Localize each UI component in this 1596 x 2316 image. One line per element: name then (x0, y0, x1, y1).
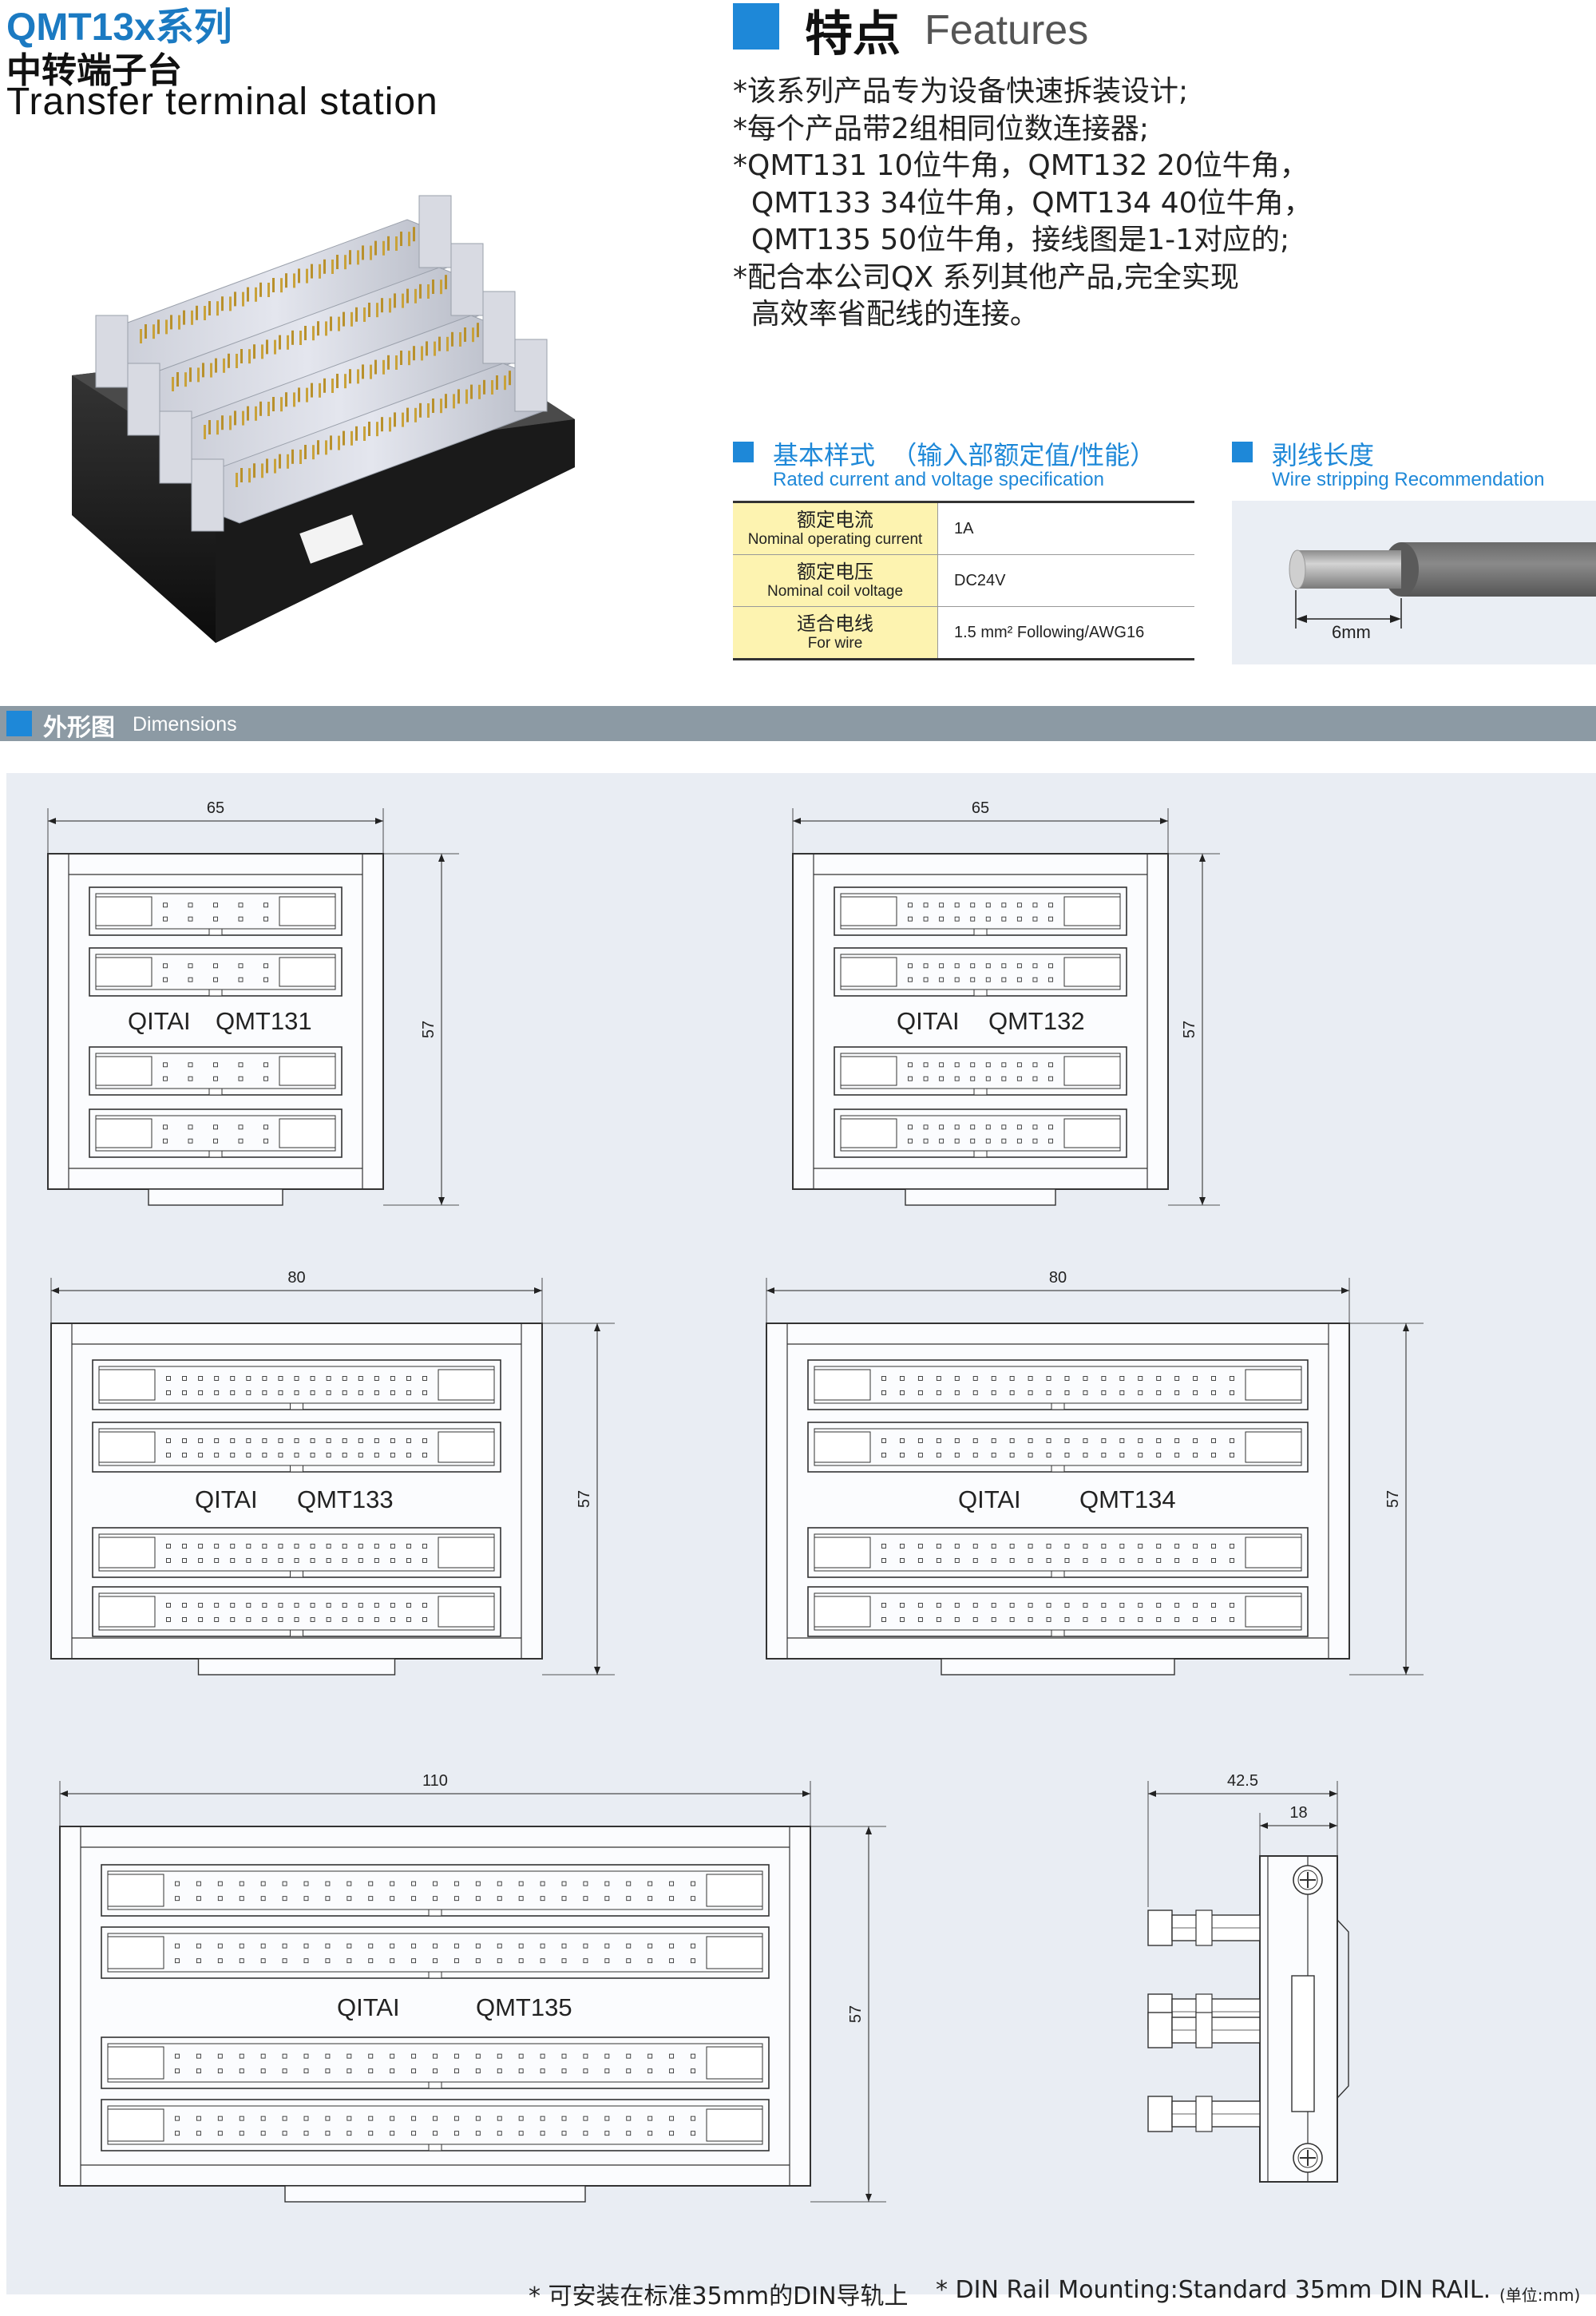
dimension-label: 18 (1289, 1804, 1307, 1822)
spec-title-en: Rated current and voltage specification (773, 469, 1104, 490)
features-marker (733, 3, 779, 50)
wire-insulation (1401, 542, 1596, 597)
brand-label: QITAI (897, 1007, 960, 1035)
dimensions-marker (6, 711, 32, 736)
product-name-en: Transfer terminal station (6, 81, 438, 123)
spec-key-cn: 适合电线 (797, 613, 873, 635)
spec-key-en: For wire (807, 635, 863, 652)
feature-line: *QMT131 10位牛角，QMT132 20位牛角， (733, 149, 1309, 182)
feature-line: QMT133 34位牛角，QMT134 40位牛角， (733, 186, 1313, 220)
spec-key-cn: 额定电压 (797, 561, 873, 583)
dimension-label: 57 (420, 1021, 438, 1038)
spec-title-cn: 基本样式 （输入部额定值/性能） (773, 440, 1156, 470)
dimension-label: 57 (847, 2005, 865, 2023)
connector-headers (95, 195, 548, 532)
model-label: QMT132 (988, 1007, 1085, 1035)
feature-line: 高效率省配线的连接。 (733, 298, 1039, 331)
strip-length-label: 6mm (1332, 622, 1371, 642)
dimension-drawing-qmt133: 80 57 QITAI QMT133 (50, 1269, 615, 1676)
wire-title-en: Wire stripping Recommendation (1272, 469, 1545, 490)
brand-label: QITAI (958, 1485, 1021, 1513)
product-photo (72, 195, 575, 643)
model-label: QMT131 (216, 1007, 312, 1035)
dimension-label: 42.5 (1227, 1772, 1258, 1790)
brand-label: QITAI (195, 1485, 258, 1513)
wire-conductor (1297, 550, 1401, 589)
feature-line: *配合本公司QX 系列其他产品,完全实现 (733, 260, 1239, 294)
series-title: QMT13x系列 (6, 6, 232, 49)
features-list: *该系列产品专为设备快速拆装设计; *每个产品带2组相同位数连接器; *QMT1… (733, 73, 1579, 334)
din-clip (299, 514, 363, 564)
dimension-label: 65 (972, 799, 989, 817)
dimension-drawing-qmt132: 65 57 QITAI QMT132 (792, 799, 1220, 1206)
product-name-cn: 中转端子台 (6, 50, 182, 91)
spec-key-en: Nominal coil voltage (766, 583, 904, 600)
wire-title-cn: 剥线长度 (1272, 440, 1375, 470)
dimensions-header-bar: 外形图 Dimensions (0, 706, 1596, 742)
spec-key-en: Nominal operating current (747, 531, 923, 548)
model-label: QMT133 (297, 1485, 394, 1513)
model-label: QMT135 (476, 1993, 572, 2021)
dimension-label: 65 (207, 799, 224, 817)
wire-marker (1232, 442, 1253, 462)
feature-line: *该系列产品专为设备快速拆装设计; (733, 75, 1189, 108)
brand-label: QITAI (128, 1007, 191, 1035)
wire-strip-illustration: 6mm (1232, 501, 1596, 664)
dimension-drawing-qmt131: 65 57 QITAI QMT131 (47, 799, 459, 1206)
spec-key-cn: 额定电流 (797, 509, 873, 531)
dimensions-title-en: Dimensions (133, 713, 237, 736)
dimensions-title-cn: 外形图 (43, 714, 115, 742)
dimension-drawing-qmt135: 110 57 QITAI QMT135 (59, 1772, 886, 2203)
spec-marker (733, 442, 754, 462)
features-title-cn: 特点 (805, 6, 901, 62)
spec-value: 1A (937, 501, 1194, 555)
footer-unit: (单位:mm) (1499, 2286, 1581, 2305)
dimension-label: 57 (576, 1490, 593, 1508)
footer-note-cn: * 可安装在标准35mm的DIN导轨上 (529, 2282, 909, 2310)
feature-line: QMT135 50位牛角，接线图是1-1对应的; (733, 224, 1290, 256)
dimension-label: 80 (1049, 1269, 1067, 1287)
dimension-drawing-qmt134: 80 57 QITAI QMT134 (766, 1269, 1424, 1676)
dimension-label: 57 (1384, 1490, 1402, 1508)
gold-pins (140, 227, 511, 487)
dimension-label: 57 (1181, 1021, 1198, 1038)
spec-value: 1.5 mm² Following/AWG16 (937, 606, 1194, 660)
dimension-label: 110 (422, 1772, 448, 1790)
brand-label: QITAI (337, 1993, 400, 2021)
model-label: QMT134 (1079, 1485, 1176, 1513)
features-title-en: Features (925, 7, 1089, 54)
spec-value: DC24V (937, 554, 1194, 607)
side-view-drawing: 42.5 18 (1147, 1772, 1349, 2183)
feature-line: *每个产品带2组相同位数连接器; (733, 112, 1150, 145)
footer-note-en: * DIN Rail Mounting:Standard 35mm DIN RA… (936, 2276, 1491, 2304)
dimension-label: 80 (287, 1269, 305, 1287)
